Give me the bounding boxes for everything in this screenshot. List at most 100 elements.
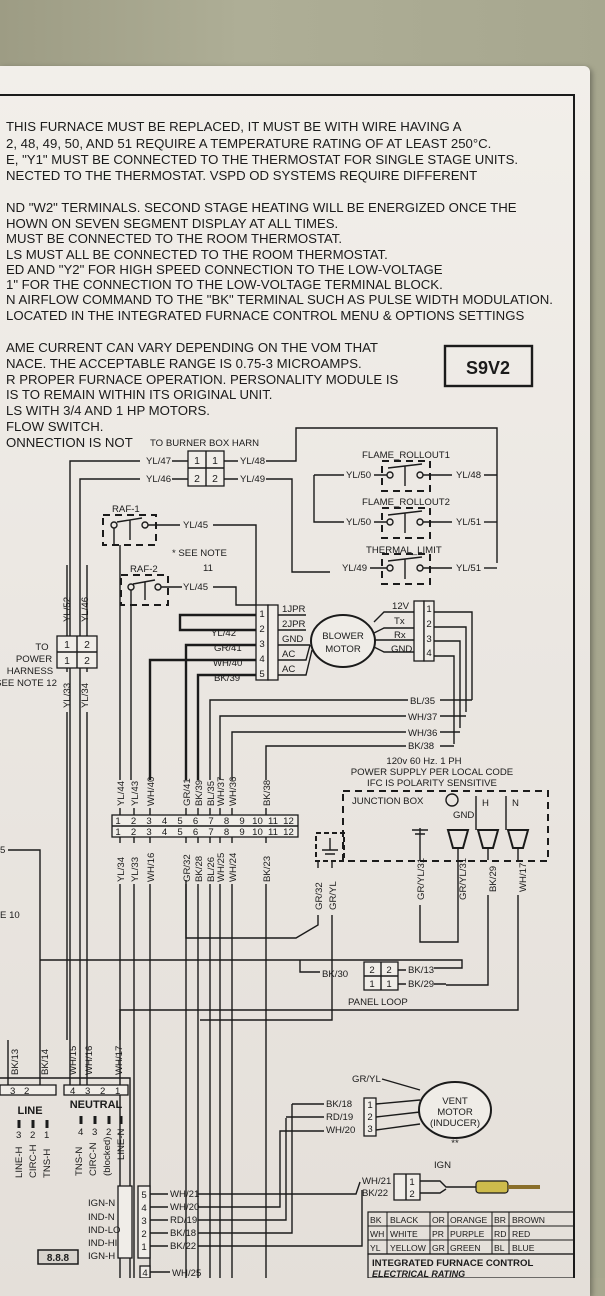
blower-motor bbox=[310, 614, 376, 668]
legend-cell: BLUE bbox=[512, 1243, 535, 1253]
label-frame bbox=[0, 94, 575, 1278]
power-harness-text: HARNESS bbox=[7, 666, 53, 677]
wire-label: BK/14 bbox=[40, 1048, 51, 1075]
wire-label: GR/YL bbox=[328, 881, 339, 910]
plug-pin-bottom: 7 bbox=[208, 827, 213, 838]
pin-label: 1 bbox=[212, 456, 218, 467]
plug-pin-top: 2 bbox=[131, 816, 136, 827]
inducer-label: (INDUCER) bbox=[430, 1118, 480, 1129]
power-supply-text: POWER SUPPLY PER LOCAL CODE bbox=[351, 767, 513, 778]
inducer-label: VENT bbox=[442, 1096, 468, 1107]
wire-label: BK/13 bbox=[408, 965, 434, 976]
wire-label: WH/37 bbox=[408, 712, 437, 723]
pin-label: 4 bbox=[142, 1268, 148, 1278]
pin-label: 2 bbox=[426, 619, 431, 630]
rollout2-label: FLAME_ROLLOUT2 bbox=[362, 497, 450, 508]
wire-label: YL/48 bbox=[456, 470, 481, 481]
legend-cell: WH bbox=[370, 1229, 384, 1239]
left-edge-note: E 10 bbox=[0, 910, 20, 921]
pin-label: 4 bbox=[141, 1203, 147, 1214]
plug-top-wire: BL/35 bbox=[206, 781, 217, 806]
pin-label: 1 bbox=[369, 979, 374, 990]
plug-pin-top: 7 bbox=[208, 816, 213, 827]
legend-cell: RD bbox=[494, 1229, 506, 1239]
wire-label: BK/22 bbox=[362, 1188, 388, 1199]
wire-label: GR/YL/31 bbox=[458, 858, 469, 900]
pin-label: 5 bbox=[141, 1190, 146, 1201]
burner-box-title: TO BURNER BOX HARN bbox=[150, 438, 259, 449]
note-line: ONNECTION IS NOT bbox=[6, 435, 133, 450]
note-line: N AIRFLOW COMMAND TO THE "BK" TERMINAL S… bbox=[6, 292, 553, 307]
note-line: HOWN ON SEVEN SEGMENT DISPLAY AT ALL TIM… bbox=[6, 216, 338, 231]
pin-label: 3 bbox=[85, 1086, 90, 1097]
wire-label: YL/45 bbox=[183, 582, 208, 593]
wire-label: WH/21 bbox=[362, 1176, 391, 1187]
plug-bottom-wire: BK/28 bbox=[194, 856, 205, 882]
legend-footer: INTEGRATED FURNACE CONTROL bbox=[372, 1258, 533, 1269]
power-harness-text: TO bbox=[35, 642, 48, 653]
legend-cell: BK bbox=[370, 1215, 382, 1225]
note-line: LS WITH 3/4 AND 1 HP MOTORS. bbox=[6, 403, 210, 418]
pin-label: 2 bbox=[259, 624, 264, 635]
blower-term: AC bbox=[282, 664, 295, 675]
plug-pin-top: 8 bbox=[224, 816, 229, 827]
plug-bottom-wire: GR/32 bbox=[182, 854, 193, 882]
panel-loop-label: PANEL LOOP bbox=[348, 997, 408, 1008]
pin-label: 5 bbox=[259, 669, 264, 680]
wire-label: WH/36 bbox=[408, 728, 437, 739]
wire-label: YL/48 bbox=[240, 456, 265, 467]
pin-label: 2 bbox=[212, 474, 218, 485]
inducer-motor bbox=[418, 1081, 492, 1139]
pin-label: 1 bbox=[386, 979, 391, 990]
note-line: ED AND "Y2" FOR HIGH SPEED CONNECTION TO… bbox=[6, 262, 443, 277]
power-harness-text: POWER bbox=[16, 654, 52, 665]
plug-top-wire: WH/36 bbox=[228, 777, 239, 806]
thermal-limit-switch bbox=[370, 553, 452, 585]
legend-cell: BL bbox=[494, 1243, 505, 1253]
blower-term: 1JPR bbox=[282, 604, 306, 615]
legend-cell: YL bbox=[370, 1243, 381, 1253]
wire-label: WH/21 bbox=[170, 1189, 199, 1200]
plug-top-wire: GR/41 bbox=[182, 778, 193, 806]
pin-label: 2 bbox=[106, 1127, 111, 1138]
pin-label: 3 bbox=[10, 1086, 15, 1097]
ifc-ign-term: IND-LO bbox=[88, 1225, 121, 1236]
wire-label: WH/17 bbox=[518, 863, 529, 892]
ifc-term: CIRC-N bbox=[88, 1142, 99, 1176]
wire-label: WH/25 bbox=[172, 1268, 201, 1278]
pin-label: 2 bbox=[409, 1189, 414, 1200]
pin-label: 4 bbox=[70, 1086, 76, 1097]
plug-pin-bottom: 5 bbox=[177, 827, 182, 838]
blower-label: BLOWER bbox=[322, 631, 364, 642]
ifc-ign-term: IGN-H bbox=[88, 1251, 115, 1262]
note-line: E, "Y1" MUST BE CONNECTED TO THE THERMOS… bbox=[6, 152, 518, 167]
ifc-term: LINE-N bbox=[116, 1128, 127, 1160]
wire-label: BL/35 bbox=[410, 696, 435, 707]
note-line: LS MUST ALL BE CONNECTED TO THE ROOM THE… bbox=[6, 247, 388, 262]
legend-cell: YELLOW bbox=[390, 1243, 427, 1253]
plug-pin-bottom: 2 bbox=[131, 827, 136, 838]
wire-label: BK/29 bbox=[488, 866, 499, 892]
wire-label: YL/51 bbox=[456, 563, 481, 574]
line-terminal-icons bbox=[446, 829, 530, 849]
ground-symbol-icon bbox=[445, 793, 459, 807]
wire-label: YL/51 bbox=[456, 517, 481, 528]
junction-box bbox=[342, 790, 549, 862]
plug-pin-top: 9 bbox=[239, 816, 244, 827]
ground-icon bbox=[315, 832, 345, 862]
blower-term: AC bbox=[282, 649, 295, 660]
wire-label: WH/17 bbox=[114, 1046, 125, 1075]
pin-label: 1 bbox=[426, 604, 431, 615]
note-line: NECTED TO THE THERMOSTAT. VSPD OD SYSTEM… bbox=[6, 168, 477, 183]
panel-loop-plug bbox=[363, 961, 399, 991]
plug-bottom-wire: BL/26 bbox=[206, 857, 217, 882]
n-label: N bbox=[512, 798, 519, 809]
wire-label: BK/38 bbox=[408, 741, 434, 752]
wire-label: YL/45 bbox=[183, 520, 208, 531]
plug-top-wire: BK/39 bbox=[194, 780, 205, 806]
wire-label: WH/40 bbox=[213, 658, 242, 669]
wire-label: BK/30 bbox=[322, 969, 348, 980]
plug-bottom-wire: YL/34 bbox=[116, 856, 127, 882]
pin-label: 3 bbox=[367, 1124, 372, 1135]
